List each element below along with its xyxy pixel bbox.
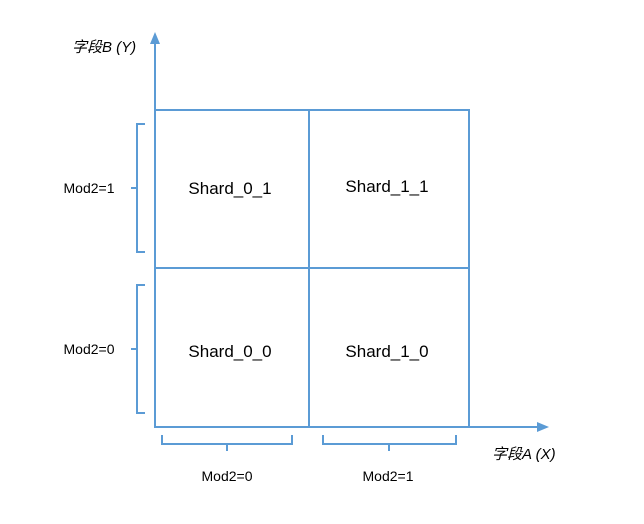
shard-0-1-label: Shard_0_1 <box>188 179 272 198</box>
x-axis-label: 字段A (X) <box>492 446 556 463</box>
y-mod-label-top: Mod2=1 <box>63 180 115 196</box>
shard-1-0-label: Shard_1_0 <box>345 342 429 361</box>
y-axis-label: 字段B (Y) <box>72 39 137 56</box>
bracket-y-bottom <box>131 284 145 414</box>
x-axis-arrowhead <box>537 422 549 432</box>
y-axis-arrowhead <box>150 32 160 44</box>
shard-0-0-label: Shard_0_0 <box>188 342 272 361</box>
x-mod-label-left: Mod2=0 <box>201 468 253 484</box>
y-mod-label-bottom: Mod2=0 <box>63 341 115 357</box>
bracket-x-left <box>161 435 293 451</box>
bracket-x-right <box>322 435 457 451</box>
shard-1-1-label: Shard_1_1 <box>345 177 429 196</box>
bracket-y-top <box>131 123 145 253</box>
x-mod-label-right: Mod2=1 <box>362 468 414 484</box>
